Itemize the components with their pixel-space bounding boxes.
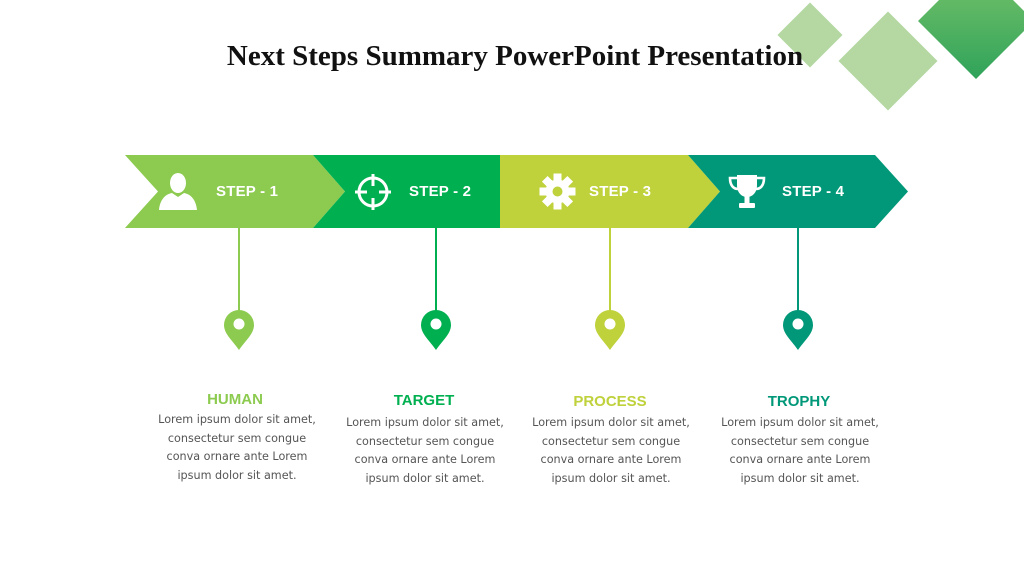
step-1-label: STEP - 1 xyxy=(216,183,279,200)
description-line: conva ornare ante Lorem xyxy=(540,453,682,466)
description-line: Lorem ipsum dolor sit amet, xyxy=(158,413,316,426)
step-4-description: Lorem ipsum dolor sit amet, consectetur … xyxy=(715,414,885,488)
description-line: ipsum dolor sit amet. xyxy=(365,471,485,485)
step-3-label: STEP - 3 xyxy=(589,183,652,200)
step-2-connector xyxy=(435,228,437,318)
step-4-chevron xyxy=(688,155,908,228)
step-3-description: Lorem ipsum dolor sit amet, consectetur … xyxy=(526,414,696,488)
description-line: consectetur sem congue xyxy=(355,434,495,448)
description-line: conva ornare ante Lorem xyxy=(729,453,871,466)
trophy-icon xyxy=(728,175,766,208)
step-3-connector xyxy=(609,228,611,318)
map-pin-icon xyxy=(595,310,625,350)
step-2-label: STEP - 2 xyxy=(409,183,472,200)
user-icon xyxy=(159,173,197,210)
crosshair-target-icon xyxy=(355,174,391,210)
map-pin-icon xyxy=(224,310,254,350)
description-line: consectetur sem congue xyxy=(730,434,870,448)
description-line: Lorem ipsum dolor sit amet, xyxy=(721,416,879,429)
description-line: consectetur sem congue xyxy=(167,431,307,445)
slide-title: Next Steps Summary PowerPoint Presentati… xyxy=(226,40,804,72)
step-3-chevron xyxy=(500,155,720,228)
step-2-heading: TARGET xyxy=(393,392,455,409)
step-3-heading: PROCESS xyxy=(573,393,647,410)
step-1-connector xyxy=(238,228,240,318)
description-line: ipsum dolor sit amet. xyxy=(177,468,297,482)
step-4-label: STEP - 4 xyxy=(782,183,845,200)
step-1-description: Lorem ipsum dolor sit amet, consectetur … xyxy=(152,411,322,485)
step-2-description: Lorem ipsum dolor sit amet, consectetur … xyxy=(340,414,510,488)
gear-icon xyxy=(539,173,576,210)
description-line: Lorem ipsum dolor sit amet, xyxy=(532,416,690,429)
map-pin-icon xyxy=(421,310,451,350)
description-line: Lorem ipsum dolor sit amet, xyxy=(346,416,504,429)
description-line: consectetur sem congue xyxy=(541,434,681,448)
map-pin-icon xyxy=(783,310,813,350)
description-line: conva ornare ante Lorem xyxy=(166,450,308,463)
step-4-heading: TROPHY xyxy=(767,393,831,410)
description-line: ipsum dolor sit amet. xyxy=(551,471,671,485)
step-2-chevron xyxy=(313,155,500,228)
step-4-connector xyxy=(797,228,799,318)
description-line: ipsum dolor sit amet. xyxy=(740,471,860,485)
description-line: conva ornare ante Lorem xyxy=(354,453,496,466)
step-1-heading: HUMAN xyxy=(207,391,263,408)
